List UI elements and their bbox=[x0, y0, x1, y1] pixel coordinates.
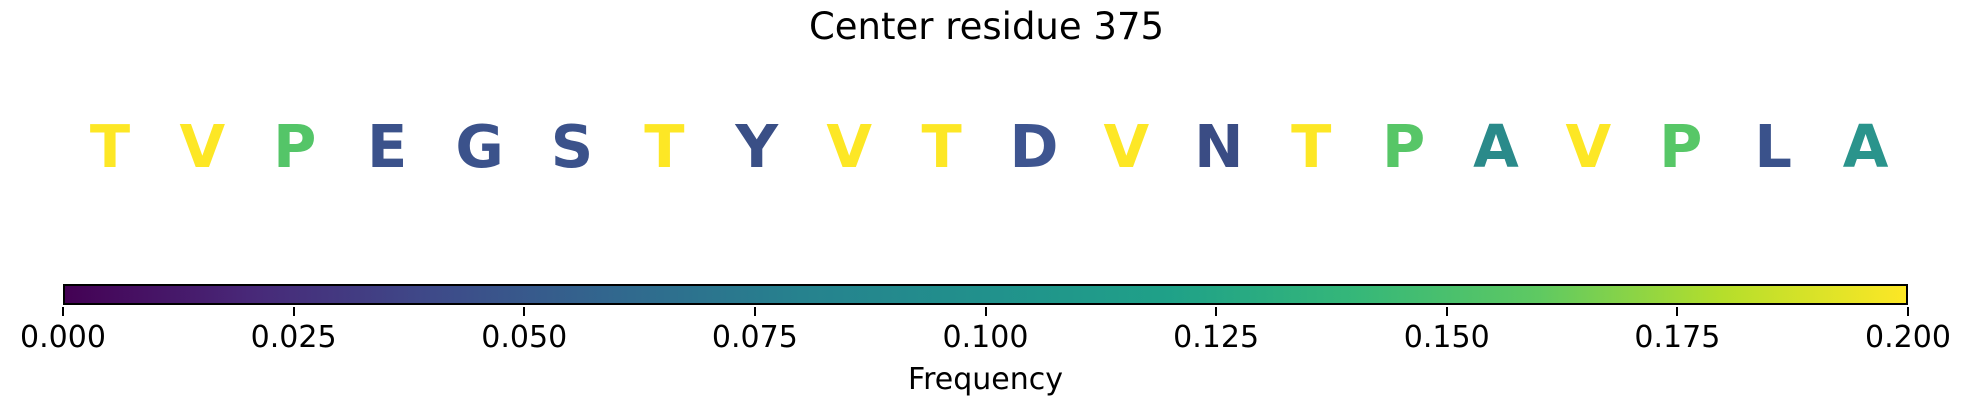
sequence-letter: T bbox=[89, 112, 131, 181]
sequence-letter: S bbox=[550, 112, 594, 181]
colorbar-tick-mark bbox=[523, 307, 526, 316]
colorbar-tick-mark bbox=[62, 307, 64, 316]
colorbar-tick-mark bbox=[1907, 307, 1909, 316]
sequence-letter: T bbox=[1291, 112, 1332, 181]
sequence-letter: N bbox=[1194, 112, 1244, 181]
sequence-letter: D bbox=[1009, 112, 1059, 181]
sequence-letter: T bbox=[921, 112, 962, 181]
sequence-letter: Y bbox=[735, 112, 779, 181]
colorbar-tick-mark bbox=[1676, 307, 1679, 316]
sequence-letter: P bbox=[1659, 112, 1703, 181]
sequence-letter: V bbox=[826, 112, 873, 181]
colorbar-tick-label: 0.125 bbox=[1173, 320, 1260, 355]
colorbar-axis-label: Frequency bbox=[908, 362, 1063, 397]
chart-title: Center residue 375 bbox=[808, 5, 1165, 48]
sequence-letter: V bbox=[1103, 112, 1150, 181]
sequence-letter: T bbox=[644, 112, 685, 181]
colorbar-tick-label: 0.100 bbox=[942, 320, 1029, 355]
colorbar-tick-mark bbox=[1215, 307, 1218, 316]
colorbar-tick-label: 0.200 bbox=[1865, 320, 1951, 355]
sequence-letter: P bbox=[273, 112, 317, 181]
colorbar-tick-label: 0.000 bbox=[20, 320, 106, 355]
sequence-letter: L bbox=[1754, 112, 1792, 181]
sequence-letter: E bbox=[367, 112, 408, 181]
colorbar-tick-mark bbox=[984, 307, 987, 316]
sequence-letter: P bbox=[1381, 112, 1426, 181]
colorbar-tick-label: 0.050 bbox=[481, 320, 568, 355]
colorbar-gradient bbox=[63, 284, 1908, 305]
sequence-letter: V bbox=[179, 112, 226, 181]
sequence-letter: A bbox=[1473, 112, 1519, 181]
sequence-letter: G bbox=[455, 112, 504, 181]
colorbar-tick-label: 0.175 bbox=[1634, 320, 1721, 355]
sequence-letter: V bbox=[1565, 112, 1612, 181]
colorbar-tick-mark bbox=[1445, 307, 1448, 316]
colorbar-tick-label: 0.075 bbox=[711, 320, 798, 355]
colorbar-tick-mark bbox=[753, 307, 756, 316]
colorbar-tick-label: 0.025 bbox=[250, 320, 337, 355]
colorbar-tick-mark bbox=[292, 307, 295, 316]
sequence-letter: A bbox=[1842, 112, 1889, 181]
colorbar-tick-label: 0.150 bbox=[1403, 320, 1490, 355]
